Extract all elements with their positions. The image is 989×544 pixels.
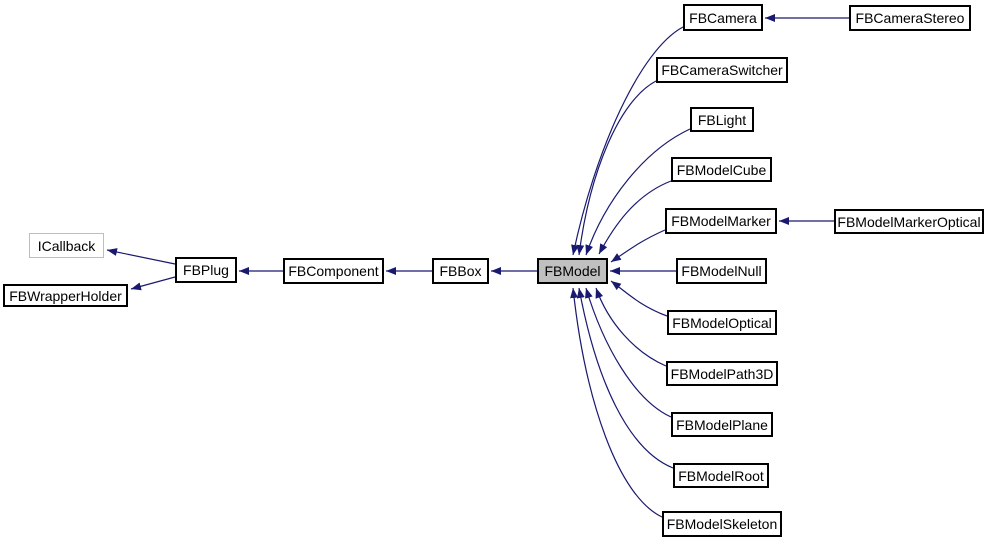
- node-fbcamera[interactable]: FBCamera: [683, 4, 763, 31]
- node-fbmodelnull[interactable]: FBModelNull: [676, 258, 767, 284]
- node-icallback: ICallback: [29, 233, 104, 258]
- node-fbbox[interactable]: FBBox: [432, 258, 489, 284]
- edge-fbplug-to-icallback: [106, 248, 176, 265]
- node-fbmodelplane[interactable]: FBModelPlane: [671, 412, 773, 437]
- edge-fblight-to-fbmodel: [585, 128, 691, 256]
- node-fbcomponent[interactable]: FBComponent: [283, 258, 384, 284]
- node-fbmodelmarker[interactable]: FBModelMarker: [665, 208, 777, 234]
- node-fbmodel: FBModel: [537, 258, 608, 284]
- edge-fbmodelcube-to-fbmodel: [598, 180, 672, 255]
- edge-fbcameraswitcher-to-fbmodel: [576, 80, 657, 256]
- node-fbmodelcube[interactable]: FBModelCube: [671, 157, 772, 182]
- node-fblight[interactable]: FBLight: [690, 107, 754, 132]
- edge-fbplug-to-fbwrapperholder: [130, 276, 176, 291]
- node-fbmodelpath3d[interactable]: FBModelPath3D: [666, 361, 778, 386]
- edge-fbmodelplane-to-fbmodel: [585, 287, 672, 418]
- node-fbwrapperholder[interactable]: FBWrapperHolder: [3, 284, 128, 307]
- edge-fbmodelroot-to-fbmodel: [576, 287, 674, 469]
- node-fbmodeloptical[interactable]: FBModelOptical: [667, 310, 777, 335]
- edge-fbmodeloptical-to-fbmodel: [610, 280, 668, 317]
- node-fbmodelmarkeroptical[interactable]: FBModelMarkerOptical: [834, 209, 984, 234]
- node-fbplug[interactable]: FBPlug: [175, 257, 237, 283]
- node-fbcameraswitcher[interactable]: FBCameraSwitcher: [656, 57, 788, 83]
- edge-fbmodelmarker-to-fbmodel: [610, 229, 666, 263]
- node-fbcamerastereo[interactable]: FBCameraStereo: [849, 5, 971, 31]
- edge-fbmodelpath3d-to-fbmodel: [595, 287, 667, 367]
- edge-fbmodelskeleton-to-fbmodel: [570, 287, 663, 518]
- node-fbmodelroot[interactable]: FBModelRoot: [673, 463, 769, 488]
- edge-fbcamera-to-fbmodel: [571, 26, 684, 256]
- node-fbmodelskeleton[interactable]: FBModelSkeleton: [662, 511, 782, 537]
